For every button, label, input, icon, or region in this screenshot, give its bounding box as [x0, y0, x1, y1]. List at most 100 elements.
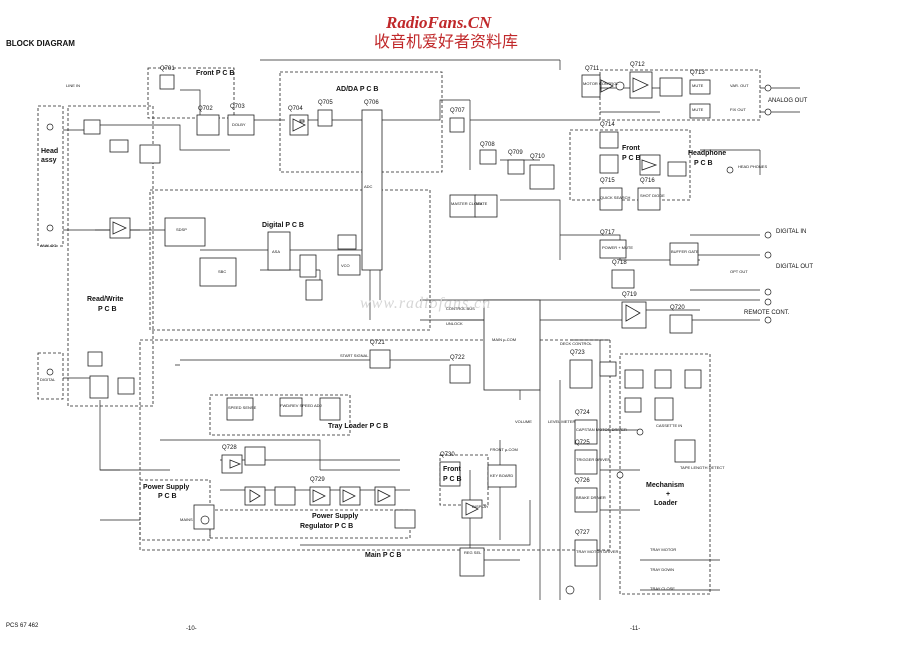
part-label: Q721 — [370, 340, 385, 346]
label-mechanism-3: Loader — [654, 500, 678, 507]
block-quick-search: QUICK SEARCH — [600, 195, 631, 200]
amplifiers — [112, 77, 658, 516]
read-write-pcb-box — [67, 105, 154, 407]
block-main-ucom: MAIN µ-COM — [492, 337, 517, 342]
block-vco: VCO — [341, 263, 350, 268]
signal-start: START SIGNAL — [340, 353, 369, 358]
signal-tape-length: TAPE LENGTH DETECT — [680, 465, 725, 470]
part-label: Q708 — [480, 142, 495, 148]
tray-loader-box — [209, 394, 351, 436]
part-label: Q716 — [640, 178, 655, 184]
signal-deck-control: DECK CONTROL — [560, 341, 592, 346]
part-label: Q715 — [600, 178, 615, 184]
part-label: Q720 — [670, 305, 685, 311]
signal-volume: VOLUME — [515, 419, 532, 424]
signal-tray-close: TRAY CLOSE — [650, 586, 675, 591]
label-adda-pcb: AD/DA P C B — [336, 86, 379, 93]
label-front-mid: Front — [443, 466, 461, 473]
signal-digital: DIGITAL — [40, 377, 56, 382]
signal-remote-cont: REMOTE CONT. — [744, 310, 790, 316]
adda-pcb-box — [279, 71, 443, 173]
part-label: Q730 — [440, 452, 455, 458]
signal-line-in: LINE IN — [66, 83, 81, 88]
label-mechanism-2: + — [666, 491, 671, 498]
block-mute-2: MUTE — [692, 107, 704, 112]
block-sdsp: SDSP — [176, 227, 187, 232]
label-read-write-pcb-2: P C B — [98, 306, 117, 313]
part-label: Q711 — [585, 66, 600, 72]
block-display: DISPLAY — [472, 504, 489, 509]
part-label: Q705 — [318, 100, 333, 106]
part-label: Q707 — [450, 108, 465, 114]
label-headphone-2: P C B — [694, 160, 713, 167]
block-motor-control: MOTOR CONTROL — [583, 81, 619, 86]
part-label: Q706 — [364, 100, 379, 106]
label-regulator: Power Supply — [312, 513, 359, 520]
part-label: Q718 — [612, 260, 627, 266]
part-label: Q712 — [630, 62, 645, 68]
page-number-left: -10- — [186, 626, 197, 632]
part-label: Q717 — [600, 230, 615, 236]
page-number-right: -11- — [630, 626, 641, 632]
signal-analog: ANALOG — [40, 243, 57, 248]
signal-mains: MAINS — [180, 517, 193, 522]
part-label: Q727 — [575, 530, 590, 536]
signal-digital-out: DIGITAL OUT — [776, 264, 814, 270]
front-top-pcb-box — [147, 67, 235, 119]
block-fwd-rev: FWD/REV SPEED ADJ — [280, 403, 322, 408]
label-main-pcb: Main P C B — [365, 552, 402, 559]
signal-cassette-in: CASSETTE IN — [656, 423, 683, 428]
part-label: Q728 — [222, 445, 237, 451]
watermark-center: www.radiofans.cn — [360, 295, 492, 312]
block-mute-3: MUTE — [476, 201, 488, 206]
part-label: Q710 — [530, 154, 545, 160]
block-front-ucom: FRONT µ-COM — [490, 447, 518, 452]
label-regulator-2: Regulator P C B — [300, 523, 354, 530]
block-asa: ASA — [272, 249, 281, 254]
mechanism-box — [619, 353, 711, 595]
digital-in-box — [37, 352, 64, 400]
signal-fix-out: FIX OUT — [730, 107, 746, 112]
label-head: Head — [41, 148, 59, 155]
block-speed-sense: SPEED SENSE — [228, 405, 257, 410]
block-trigger: TRIGGER DRIVER — [576, 457, 611, 462]
signal-tray-down: TRAY DOWN — [650, 567, 675, 572]
connectors — [46, 81, 772, 595]
signal-analog-out: ANALOG OUT — [768, 98, 808, 104]
block-sbc: SBC — [218, 269, 227, 274]
blocks — [83, 71, 711, 577]
part-label: Q722 — [450, 355, 465, 361]
block-reg-sel: REG SEL — [464, 550, 482, 555]
signal-opt-out: OPT OUT — [730, 269, 748, 274]
signal-control-bus: CONTROL BUS — [446, 306, 475, 311]
label-power-supply: Power Supply — [143, 484, 190, 491]
block-shot: SHOT DIODE — [640, 193, 665, 198]
part-label: Q725 — [575, 440, 590, 446]
part-label: Q713 — [690, 70, 705, 76]
block-dolby: DOLBY — [232, 122, 246, 127]
page-title: BLOCK DIAGRAM — [6, 39, 75, 48]
signal-digital-in: DIGITAL IN — [776, 229, 807, 235]
label-assy: assy — [41, 157, 57, 164]
digital-pcb-box — [149, 189, 431, 331]
head-assy-box — [37, 105, 64, 247]
watermark-top: RadioFans.CN — [386, 13, 492, 32]
label-read-write-pcb: Read/Write — [87, 296, 124, 303]
front-right-box — [569, 129, 691, 201]
watermark-cn: 收音机爱好者资料库 — [374, 32, 519, 51]
label-front-right: Front — [622, 145, 640, 152]
signal-head-phones: HEAD PHONES — [738, 164, 768, 169]
signal-level-meter: LEVEL METER — [548, 419, 576, 424]
signal-tray-motor: TRAY MOTOR — [650, 547, 677, 552]
signal-var-out: VAR. OUT — [730, 83, 749, 88]
block-mute-1: MUTE — [692, 83, 704, 88]
part-label: Q719 — [622, 292, 637, 298]
part-label: Q723 — [570, 350, 585, 356]
block-tray-motor-driver: TRAY MOTOR DRIVER — [576, 549, 619, 554]
doc-code: PCS 67 462 — [6, 623, 39, 629]
part-label: Q701 — [160, 66, 175, 72]
block-adc: ADC — [364, 184, 373, 189]
label-digital-pcb: Digital P C B — [262, 222, 304, 229]
label-mechanism: Mechanism — [646, 482, 685, 489]
part-label: Q726 — [575, 478, 590, 484]
